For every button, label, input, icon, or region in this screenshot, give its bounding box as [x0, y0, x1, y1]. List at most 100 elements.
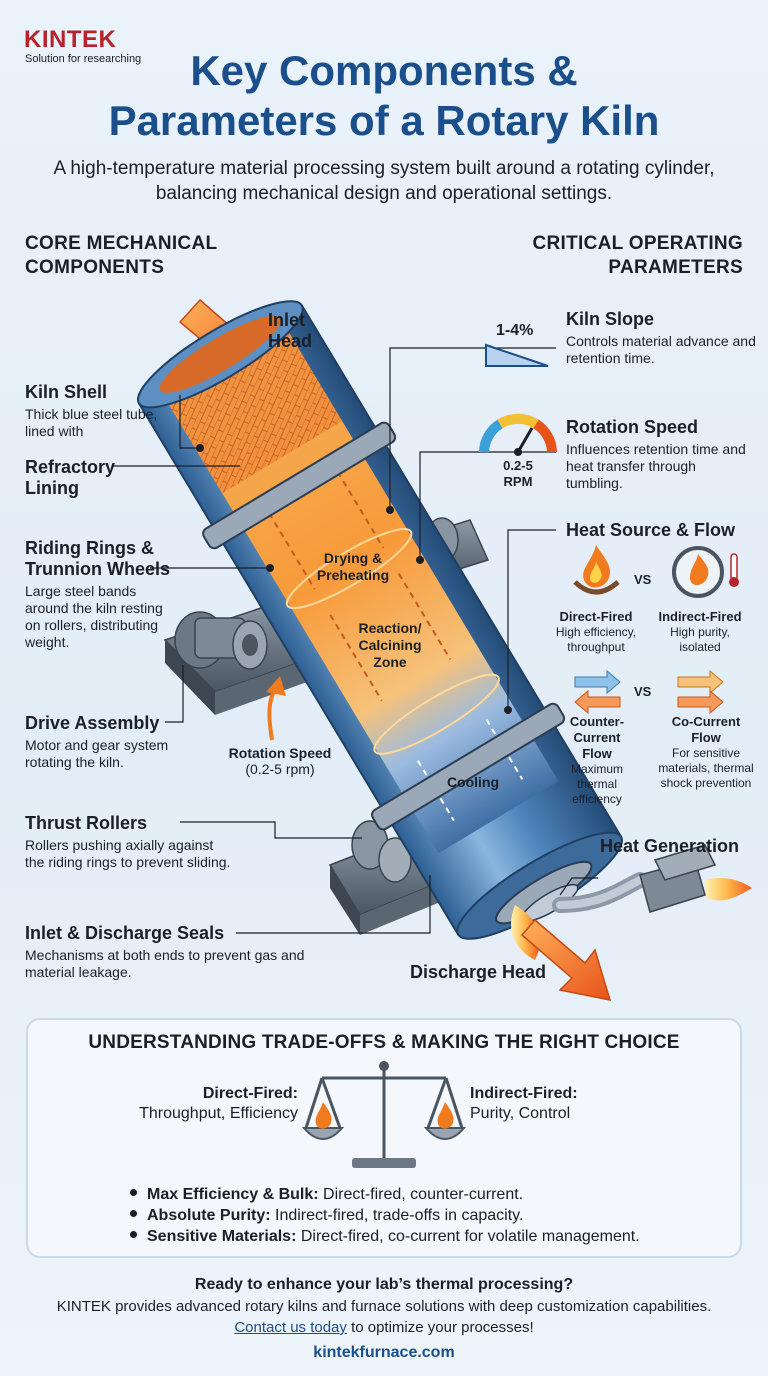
kiln-illustration [112, 298, 752, 1001]
option-direct-fired: Direct-Fired High efficiency, throughput [548, 609, 644, 655]
tradeoff-title: UNDERSTANDING TRADE-OFFS & MAKING THE RI… [88, 1032, 680, 1053]
inlet-head-label: Inlet Head [268, 310, 313, 351]
trunnion-base-lower [328, 820, 452, 935]
bullet-absolute-purity: Absolute Purity: Indirect-fired, trade-o… [130, 1206, 523, 1226]
bullet-sensitive-materials: Sensitive Materials: Direct-fired, co-cu… [130, 1227, 640, 1247]
tradeoff-direct-desc: Throughput, Efficiency [139, 1105, 298, 1122]
tradeoff-indirect: Indirect-Fired: Purity, Control [470, 1084, 670, 1124]
parameters-heading-line2: PARAMETERS [608, 257, 743, 278]
option-co-current: Co-Current Flow For sensitive materials,… [656, 714, 756, 791]
bullet-text: Direct-fired, co-current for volatile ma… [296, 1228, 640, 1245]
discharge-head-label: Discharge Head [410, 962, 547, 982]
rotation-arrow [267, 686, 278, 741]
page-subtitle: A high-temperature material processing s… [53, 158, 715, 204]
rotation-speed-callout: Rotation Speed (0.2-5 rpm) [220, 745, 340, 777]
param-rotation-speed: Rotation Speed Influences retention time… [566, 417, 756, 492]
parameters-heading: CRITICAL OPERATING PARAMETERS [483, 232, 743, 280]
param-desc: Controls material advance and retention … [566, 333, 756, 366]
option-desc: For sensitive materials, thermal shock p… [658, 746, 754, 790]
cta-rest: to optimize your processes! [346, 1319, 534, 1336]
direct-fired-icon [573, 545, 620, 595]
component-desc: Thick blue steel tube, lined with [25, 406, 158, 439]
rotation-callout-value: (0.2-5 rpm) [245, 761, 315, 777]
component-kiln-shell: Kiln Shell Thick blue steel tube, lined … [25, 382, 185, 440]
component-drive-assembly: Drive Assembly Motor and gear system rot… [25, 713, 205, 771]
zone-drying-label: Drying & Preheating [316, 550, 390, 583]
component-seals: Inlet & Discharge Seals Mechanisms at bo… [25, 923, 325, 981]
page-title: Key Components & Parameters of a Rotary … [0, 46, 768, 146]
heat-source-title: Heat Source & Flow [566, 520, 736, 540]
bullet-dot [130, 1189, 137, 1197]
rotation-gauge-value-line1: 0.2-5 [503, 458, 533, 473]
option-counter-current: Counter-Current Flow Maximum thermal eff… [558, 714, 636, 807]
param-kiln-slope: Kiln Slope Controls material advance and… [566, 309, 756, 367]
tradeoff-indirect-title: Indirect-Fired: [470, 1085, 578, 1102]
vs-label: VS [634, 572, 652, 587]
param-title: Rotation Speed [566, 417, 699, 437]
parameters-heading-line1: CRITICAL OPERATING [532, 233, 743, 254]
rotation-gauge-value-line2: RPM [503, 474, 533, 489]
option-title: Co-Current Flow [671, 714, 741, 745]
discharge-arrow [520, 918, 612, 1001]
components-heading: CORE MECHANICAL COMPONENTS [25, 232, 285, 280]
option-title: Direct-Fired [559, 609, 633, 624]
param-title: Kiln Slope [566, 309, 655, 329]
brand-tagline: Solution for researching [25, 53, 142, 65]
leader-dots [196, 444, 512, 714]
contact-us-link[interactable]: Contact us today [234, 1319, 347, 1336]
cta-line: Contact us today to optimize your proces… [0, 1319, 768, 1336]
component-desc: Rollers pushing axially against the ridi… [25, 837, 231, 870]
component-title: Riding Rings & Trunnion Wheels [25, 538, 171, 579]
indirect-fired-icon [672, 546, 739, 598]
component-title: Kiln Shell [25, 382, 108, 402]
gauge-icon [479, 413, 557, 456]
component-title: Inlet & Discharge Seals [25, 923, 225, 943]
component-refractory-lining: Refractory Lining [25, 457, 135, 499]
option-indirect-fired: Indirect-Fired High purity, isolated [650, 609, 750, 655]
website-link[interactable]: kintekfurnace.com [313, 1344, 455, 1361]
bullet-bold: Absolute Purity: [147, 1207, 271, 1224]
component-desc: Mechanisms at both ends to prevent gas a… [25, 947, 305, 980]
bullet-bold: Max Efficiency & Bulk: [147, 1186, 319, 1203]
page-title-line2: Parameters of a Rotary Kiln [108, 97, 660, 144]
page-title-line1: Key Components & [190, 47, 578, 94]
cta-body: KINTEK provides advanced rotary kilns an… [56, 1298, 712, 1315]
rotation-callout-title: Rotation Speed [228, 745, 332, 761]
option-desc: High efficiency, throughput [555, 625, 637, 654]
rotation-gauge-value: 0.2-5 RPM [488, 458, 548, 490]
slope-value: 1-4% [496, 322, 534, 339]
tradeoff-direct: Direct-Fired: Throughput, Efficiency [110, 1084, 298, 1124]
bullet-dot [130, 1210, 137, 1218]
component-desc: Large steel bands around the kiln restin… [25, 583, 163, 650]
kiln-body [136, 300, 624, 940]
tradeoff-direct-title: Direct-Fired: [202, 1085, 298, 1102]
vs-label: VS [634, 684, 652, 699]
zone-cooling-label: Cooling [446, 774, 500, 790]
cta-title: Ready to enhance your lab’s thermal proc… [194, 1276, 574, 1293]
brand-logo: KINTEK [24, 26, 117, 53]
option-desc: High purity, isolated [670, 625, 730, 654]
slope-icon [485, 343, 549, 367]
component-title: Drive Assembly [25, 713, 160, 733]
option-desc: Maximum thermal efficiency [570, 762, 623, 806]
zone-reaction-label: Reaction/ Calcining Zone [358, 620, 422, 670]
leader-lines [112, 347, 598, 934]
burner-illustration [511, 844, 752, 960]
component-desc: Motor and gear system rotating the kiln. [25, 737, 169, 770]
component-thrust-rollers: Thrust Rollers Rollers pushing axially a… [25, 813, 235, 871]
bullet-text: Direct-fired, counter-current. [318, 1186, 524, 1203]
option-title: Indirect-Fired [658, 609, 742, 624]
co-current-icon [677, 669, 724, 715]
bullet-dot [130, 1231, 137, 1239]
component-title: Refractory Lining [25, 457, 116, 498]
param-desc: Influences retention time and heat trans… [566, 441, 746, 491]
component-riding-rings: Riding Rings & Trunnion Wheels Large ste… [25, 538, 185, 651]
bullet-max-efficiency: Max Efficiency & Bulk: Direct-fired, cou… [130, 1185, 523, 1205]
component-title: Thrust Rollers [25, 813, 148, 833]
components-heading-line1: CORE MECHANICAL [25, 233, 218, 254]
option-title: Counter-Current Flow [569, 714, 625, 761]
counter-current-icon [574, 669, 621, 715]
bullet-text: Indirect-fired, trade-offs in capacity. [270, 1207, 524, 1224]
components-heading-line2: COMPONENTS [25, 257, 165, 278]
heat-generation-label: Heat Generation [600, 836, 740, 856]
